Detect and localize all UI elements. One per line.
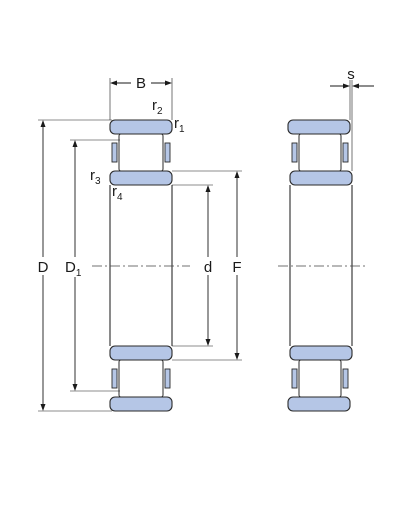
lower-inner-ring <box>109 345 173 361</box>
lower-rib-right <box>164 368 171 389</box>
upper-roller <box>118 133 164 172</box>
left-bearing-view <box>92 119 190 412</box>
label-r1: r1 <box>174 115 185 135</box>
upper-outer-ring <box>109 119 173 135</box>
label-F: F <box>232 259 241 276</box>
dimension-B: B <box>109 74 173 120</box>
radius-labels: r2 r1 r3 r4 <box>90 97 185 203</box>
dimension-d: d <box>172 184 216 347</box>
right-upper-roller <box>298 133 342 172</box>
lower-rib-left <box>111 368 118 389</box>
right-lower-rib-right <box>342 368 349 389</box>
label-d: d <box>204 259 212 276</box>
label-B: B <box>136 75 146 92</box>
label-D1: D1 <box>65 259 82 279</box>
right-lower-rib-left <box>291 368 298 389</box>
dimension-F: F <box>172 170 245 361</box>
right-upper-rib-right <box>342 142 349 163</box>
lower-roller <box>118 359 164 398</box>
right-bearing-view <box>278 119 366 412</box>
label-r2: r2 <box>152 97 163 117</box>
upper-inner-ring <box>109 170 173 186</box>
lower-outer-ring <box>109 396 173 412</box>
right-upper-inner-ring <box>289 170 353 186</box>
label-s: s <box>347 66 355 83</box>
right-upper-outer-ring <box>287 119 351 135</box>
dimension-D: D <box>35 119 112 412</box>
label-D: D <box>38 259 49 276</box>
label-r4: r4 <box>112 183 123 203</box>
upper-rib-right <box>164 142 171 163</box>
right-lower-roller <box>298 359 342 398</box>
upper-rib-left <box>111 142 118 163</box>
right-lower-outer-ring <box>287 396 351 412</box>
dimension-s: s <box>330 66 374 171</box>
right-upper-rib-left <box>291 142 298 163</box>
label-r3: r3 <box>90 167 101 187</box>
right-lower-inner-ring <box>289 345 353 361</box>
dimension-D1: D1 <box>64 139 120 392</box>
